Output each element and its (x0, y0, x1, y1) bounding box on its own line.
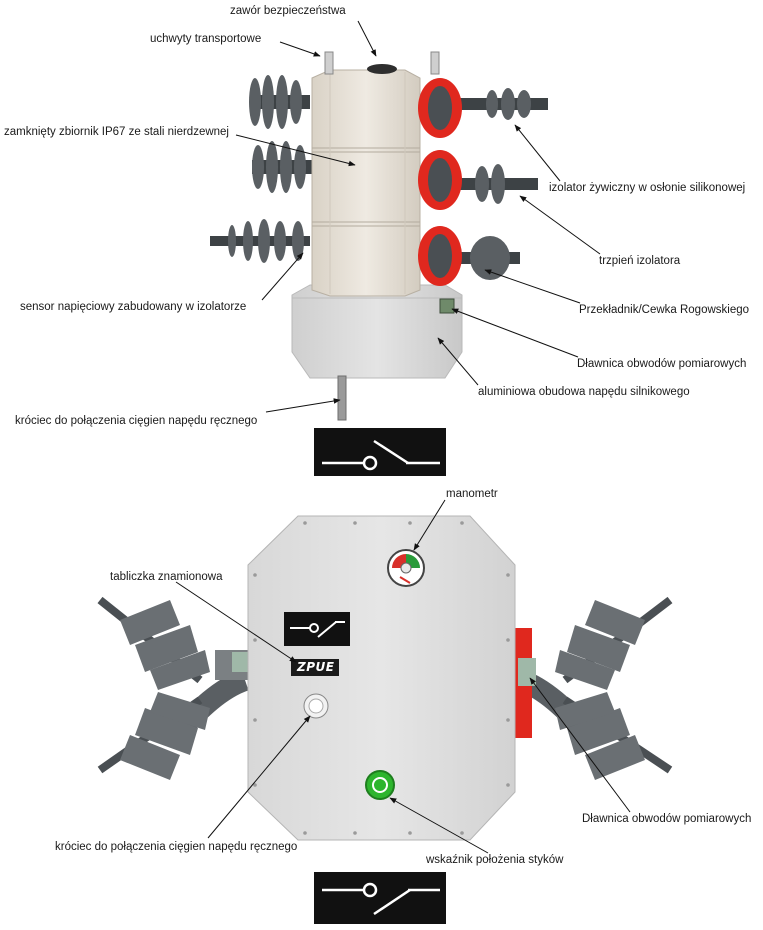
red-rings (418, 78, 462, 286)
label-gland-top: Dławnica obwodów pomiarowych (577, 358, 747, 370)
left-insulators-bottom (97, 596, 255, 780)
nameplate (291, 659, 339, 676)
transport-handles (324, 51, 440, 75)
position-indicator-icon (365, 770, 395, 800)
switch-symbol-icon (314, 428, 446, 476)
gland-top (439, 298, 455, 314)
label-insulator-pin: trzpień izolatora (599, 255, 681, 267)
left-insulators (210, 75, 312, 263)
leader-lines-top (235, 20, 601, 413)
right-insulators (458, 88, 548, 280)
label-manual-drive-bottom: króciec do połączenia cięgien napędu ręc… (55, 841, 298, 853)
right-insulators-bottom (512, 596, 673, 780)
motor-drive-housing (291, 284, 463, 379)
manometer-icon (387, 549, 425, 587)
label-resin-insulator: izolator żywiczny w osłonie silikonowej (549, 182, 746, 194)
top-unit (210, 51, 548, 421)
label-sealed-tank: zamknięty zbiornik IP67 ze stali nierdze… (4, 126, 229, 138)
manual-drive-socket (303, 693, 329, 719)
zpue-logo: ZPUE (297, 660, 335, 674)
label-manual-drive-top: króciec do połączenia cięgien napędu ręc… (15, 415, 258, 427)
plate-screws (253, 521, 510, 835)
label-safety-valve: zawór bezpieczeństwa (230, 5, 346, 17)
label-nameplate: tabliczka znamionowa (110, 571, 223, 583)
switch-symbol-plate-icon (284, 612, 350, 646)
stainless-tank (311, 69, 421, 297)
label-transformer: Przekładnik/Cewka Rogowskiego (579, 304, 750, 316)
label-manometer: manometr (446, 488, 498, 500)
manual-drive-shaft-top (337, 375, 347, 421)
label-aluminium-housing: aluminiowa obudowa napędu silnikowego (478, 386, 690, 398)
bottom-unit (97, 515, 673, 841)
front-plate (247, 515, 516, 841)
leader-lines-bottom (175, 499, 631, 854)
label-contact-indicator: wskaźnik położenia styków (426, 854, 564, 866)
valve-icon (367, 64, 397, 74)
label-voltage-sensor: sensor napięciowy zabudowany w izolatorz… (20, 301, 247, 313)
switch-symbol-bottom-icon (314, 872, 446, 924)
label-transport-handles: uchwyty transportowe (150, 33, 262, 45)
label-gland-bottom: Dławnica obwodów pomiarowych (582, 813, 752, 825)
